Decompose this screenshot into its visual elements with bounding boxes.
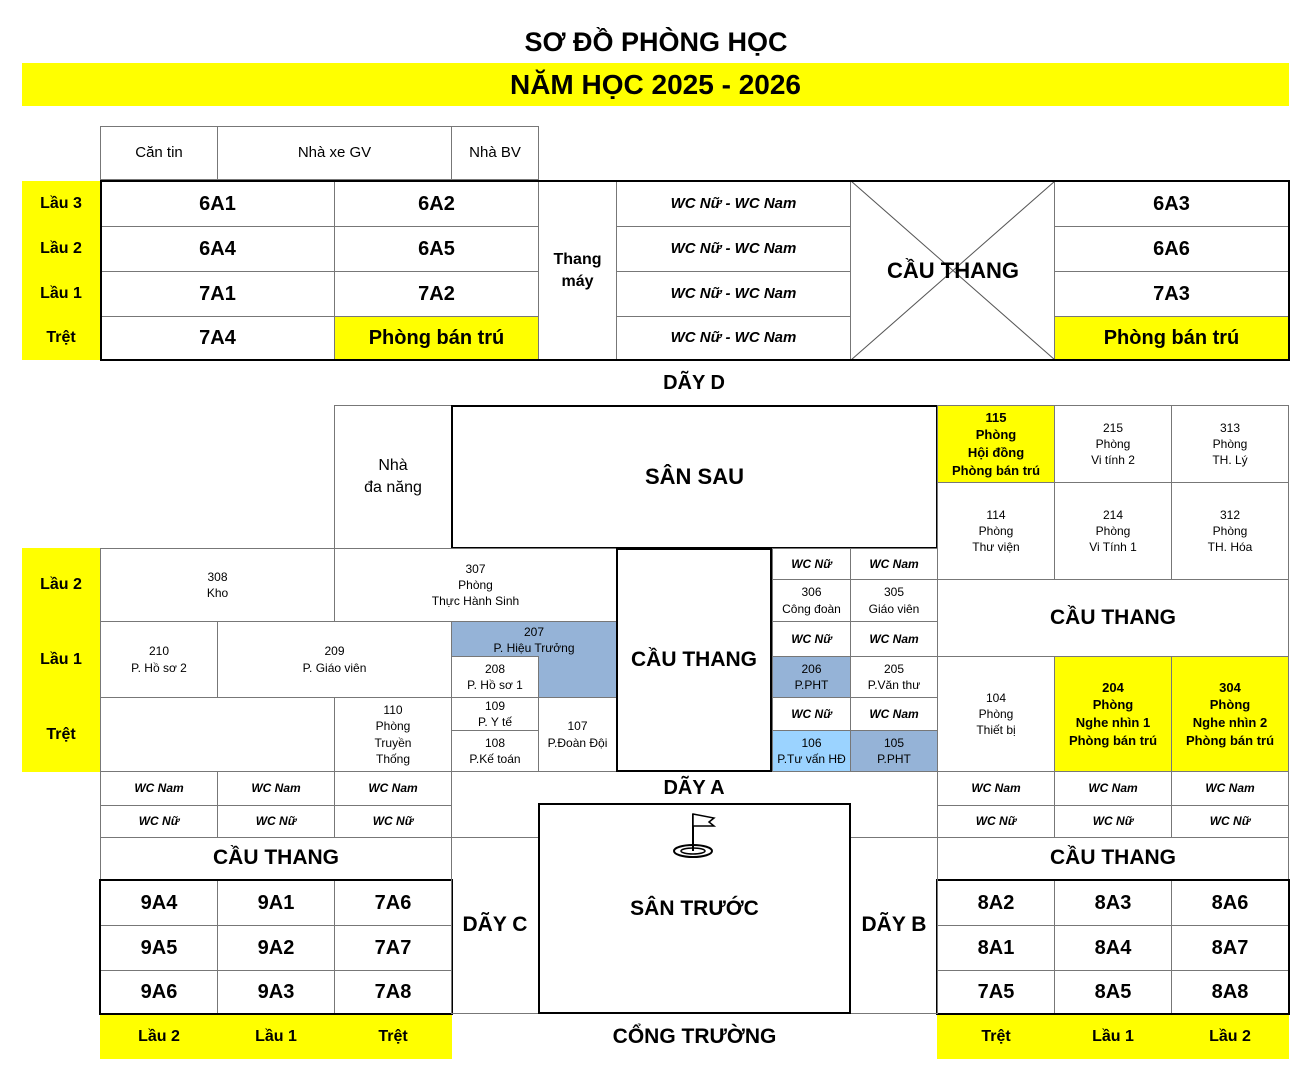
floor-label-lau2: Lầu 2 bbox=[22, 226, 100, 271]
guard-house: Nhà BV bbox=[451, 126, 539, 180]
floor-label-b-lau1: Lầu 1 bbox=[1054, 1015, 1172, 1059]
floor-label-lau3: Lầu 3 bbox=[22, 181, 100, 226]
stairs-center: CẦU THANG bbox=[616, 548, 772, 772]
school-year-banner: NĂM HỌC 2025 - 2026 bbox=[22, 63, 1289, 106]
block-a-label: DÃY A bbox=[663, 776, 725, 799]
room-204: 204 Phòng Nghe nhìn 1 Phòng bán trú bbox=[1054, 656, 1172, 772]
floor-label-a-lau2: Lầu 2 bbox=[22, 548, 100, 622]
school-gate-label: CỔNG TRƯỜNG bbox=[612, 1024, 777, 1048]
room-206: 206 P.PHT bbox=[772, 656, 851, 698]
room-205: 205 P.Văn thư bbox=[850, 656, 938, 698]
floor-label-c-lau2: Lầu 2 bbox=[100, 1015, 218, 1059]
boarding-room-right: Phòng bán trú bbox=[1054, 316, 1289, 360]
front-yard bbox=[538, 803, 851, 1014]
room-208: 208 P. Hồ sơ 1 bbox=[451, 656, 539, 698]
floor-label-a-tret: Trệt bbox=[22, 697, 100, 772]
room-304: 304 Phòng Nghe nhìn 2 Phòng bán trú bbox=[1171, 656, 1289, 772]
floor-label-lau1: Lầu 1 bbox=[22, 271, 100, 316]
front-yard-label: SÂN TRƯỚC bbox=[630, 896, 759, 920]
block-c-label: DÃY C bbox=[451, 837, 539, 1014]
floor-label-b-lau2: Lầu 2 bbox=[1171, 1015, 1289, 1059]
wc-male-left-2: WC Nam bbox=[217, 771, 335, 806]
room-115: 115 Phòng Hội đồng Phòng bán trú bbox=[937, 405, 1055, 483]
room-108: 108 P.Kế toán bbox=[451, 730, 539, 772]
room-106: 106 P.Tư vấn HĐ bbox=[772, 730, 851, 772]
room-110: 110 Phòng Truyền Thống bbox=[334, 697, 452, 772]
floor-label-a-lau1: Lầu 1 bbox=[22, 621, 100, 698]
floor-label-b-tret: Trệt bbox=[937, 1015, 1055, 1059]
restroom-lau2: WC Nữ - WC Nam bbox=[616, 226, 851, 272]
stairs-day-d: CẦU THANG bbox=[887, 257, 1019, 283]
wc-male-right-3: WC Nam bbox=[1171, 771, 1289, 806]
page-title: SƠ ĐỒ PHÒNG HỌC bbox=[524, 26, 788, 57]
wc-female-left-1: WC Nữ bbox=[100, 805, 218, 838]
floor-label-c-tret: Trệt bbox=[334, 1015, 452, 1059]
floor-label-tret: Trệt bbox=[22, 316, 100, 360]
floor-label-c-lau1: Lầu 1 bbox=[217, 1015, 335, 1059]
block-d-label: DÃY D bbox=[663, 371, 725, 394]
canteen: Căn tin bbox=[100, 126, 218, 180]
room-312: 312 Phòng TH. Hóa bbox=[1171, 482, 1289, 580]
